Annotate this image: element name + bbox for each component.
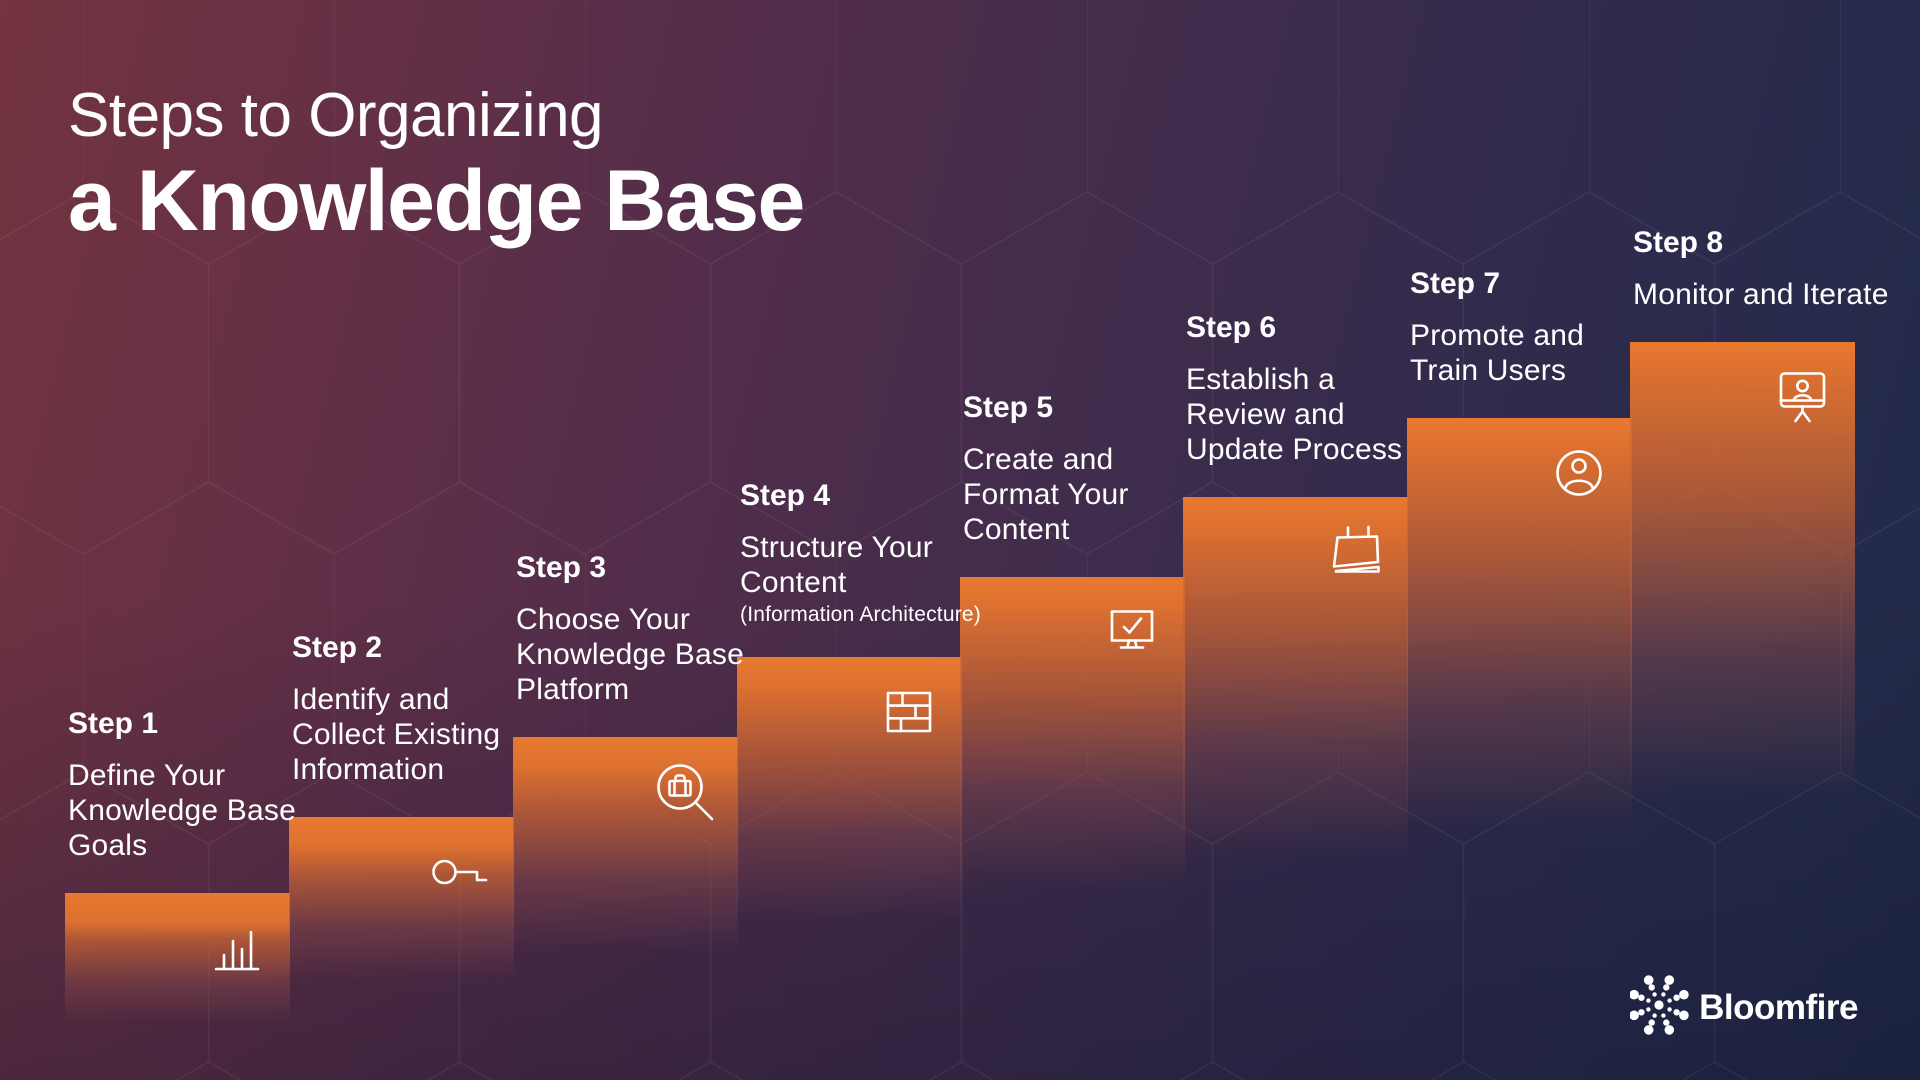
step-bar-7: [1407, 418, 1632, 1080]
search-briefcase-icon: [652, 759, 718, 825]
step-title-line: Information: [292, 753, 445, 786]
step-title-line: Monitor and Iterate: [1633, 278, 1889, 311]
step-bar-4: [737, 657, 962, 1080]
step-title-line: Create and: [963, 443, 1114, 476]
step-label: Step 3: [516, 551, 607, 584]
step-subtitle-note: (Information Architecture): [740, 603, 981, 626]
step-title-line: Promote and: [1410, 319, 1584, 352]
step-title-line: Review and: [1186, 398, 1345, 431]
step-title-line: Update Process: [1186, 433, 1403, 466]
bloomfire-logo: Bloomfire: [1629, 975, 1858, 1040]
title-line-1: Steps to Organizing: [68, 81, 604, 150]
bloomfire-wordmark: Bloomfire: [1699, 987, 1858, 1027]
step-title-line: Choose Your: [516, 603, 691, 636]
key-icon: [430, 852, 492, 892]
presentation-user-icon: [1771, 367, 1833, 427]
user-circle-icon: [1552, 446, 1606, 500]
step-title-line: Knowledge Base: [516, 638, 744, 671]
step-title-line: Collect Existing: [292, 718, 501, 751]
step-label: Step 1: [68, 707, 159, 740]
step-bar-1: [65, 893, 290, 1080]
step-label: Step 2: [292, 631, 383, 664]
step-title-line: Structure Your: [740, 531, 933, 564]
step-label: Step 6: [1186, 311, 1277, 344]
monitor-check-icon: [1103, 605, 1161, 659]
bloomfire-burst-icon: [1629, 975, 1690, 1040]
step-title-line: Format Your: [963, 478, 1129, 511]
step-label: Step 4: [740, 479, 831, 512]
step-title-line: Goals: [68, 829, 148, 862]
step-title-line: Content: [963, 513, 1070, 546]
step-label: Step 7: [1410, 267, 1501, 300]
step-label: Step 5: [963, 391, 1054, 424]
step-title-line: Define Your: [68, 759, 226, 792]
step-title-line: Identify and: [292, 683, 450, 716]
step-bar-5: [960, 577, 1185, 1080]
bricks-icon: [883, 686, 935, 738]
step-bar-8: [1630, 342, 1855, 1080]
title-line-2: a Knowledge Base: [68, 153, 805, 250]
step-title-line: Platform: [516, 673, 630, 706]
step-title-line: Train Users: [1410, 354, 1567, 387]
step-bar-6: [1183, 497, 1408, 1080]
calendar-icon: [1325, 523, 1385, 581]
step-bar-2: [289, 817, 514, 1080]
step-title-line: Knowledge Base: [68, 794, 296, 827]
page-title: Steps to Organizing a Knowledge Base: [68, 81, 805, 250]
step-title-line: Establish a: [1186, 363, 1335, 396]
step-label: Step 8: [1633, 226, 1724, 259]
bar-chart-icon: [209, 920, 265, 976]
step-title-line: Content: [740, 566, 847, 599]
step-text-8: Step 8 Monitor and Iterate: [1633, 226, 1889, 312]
